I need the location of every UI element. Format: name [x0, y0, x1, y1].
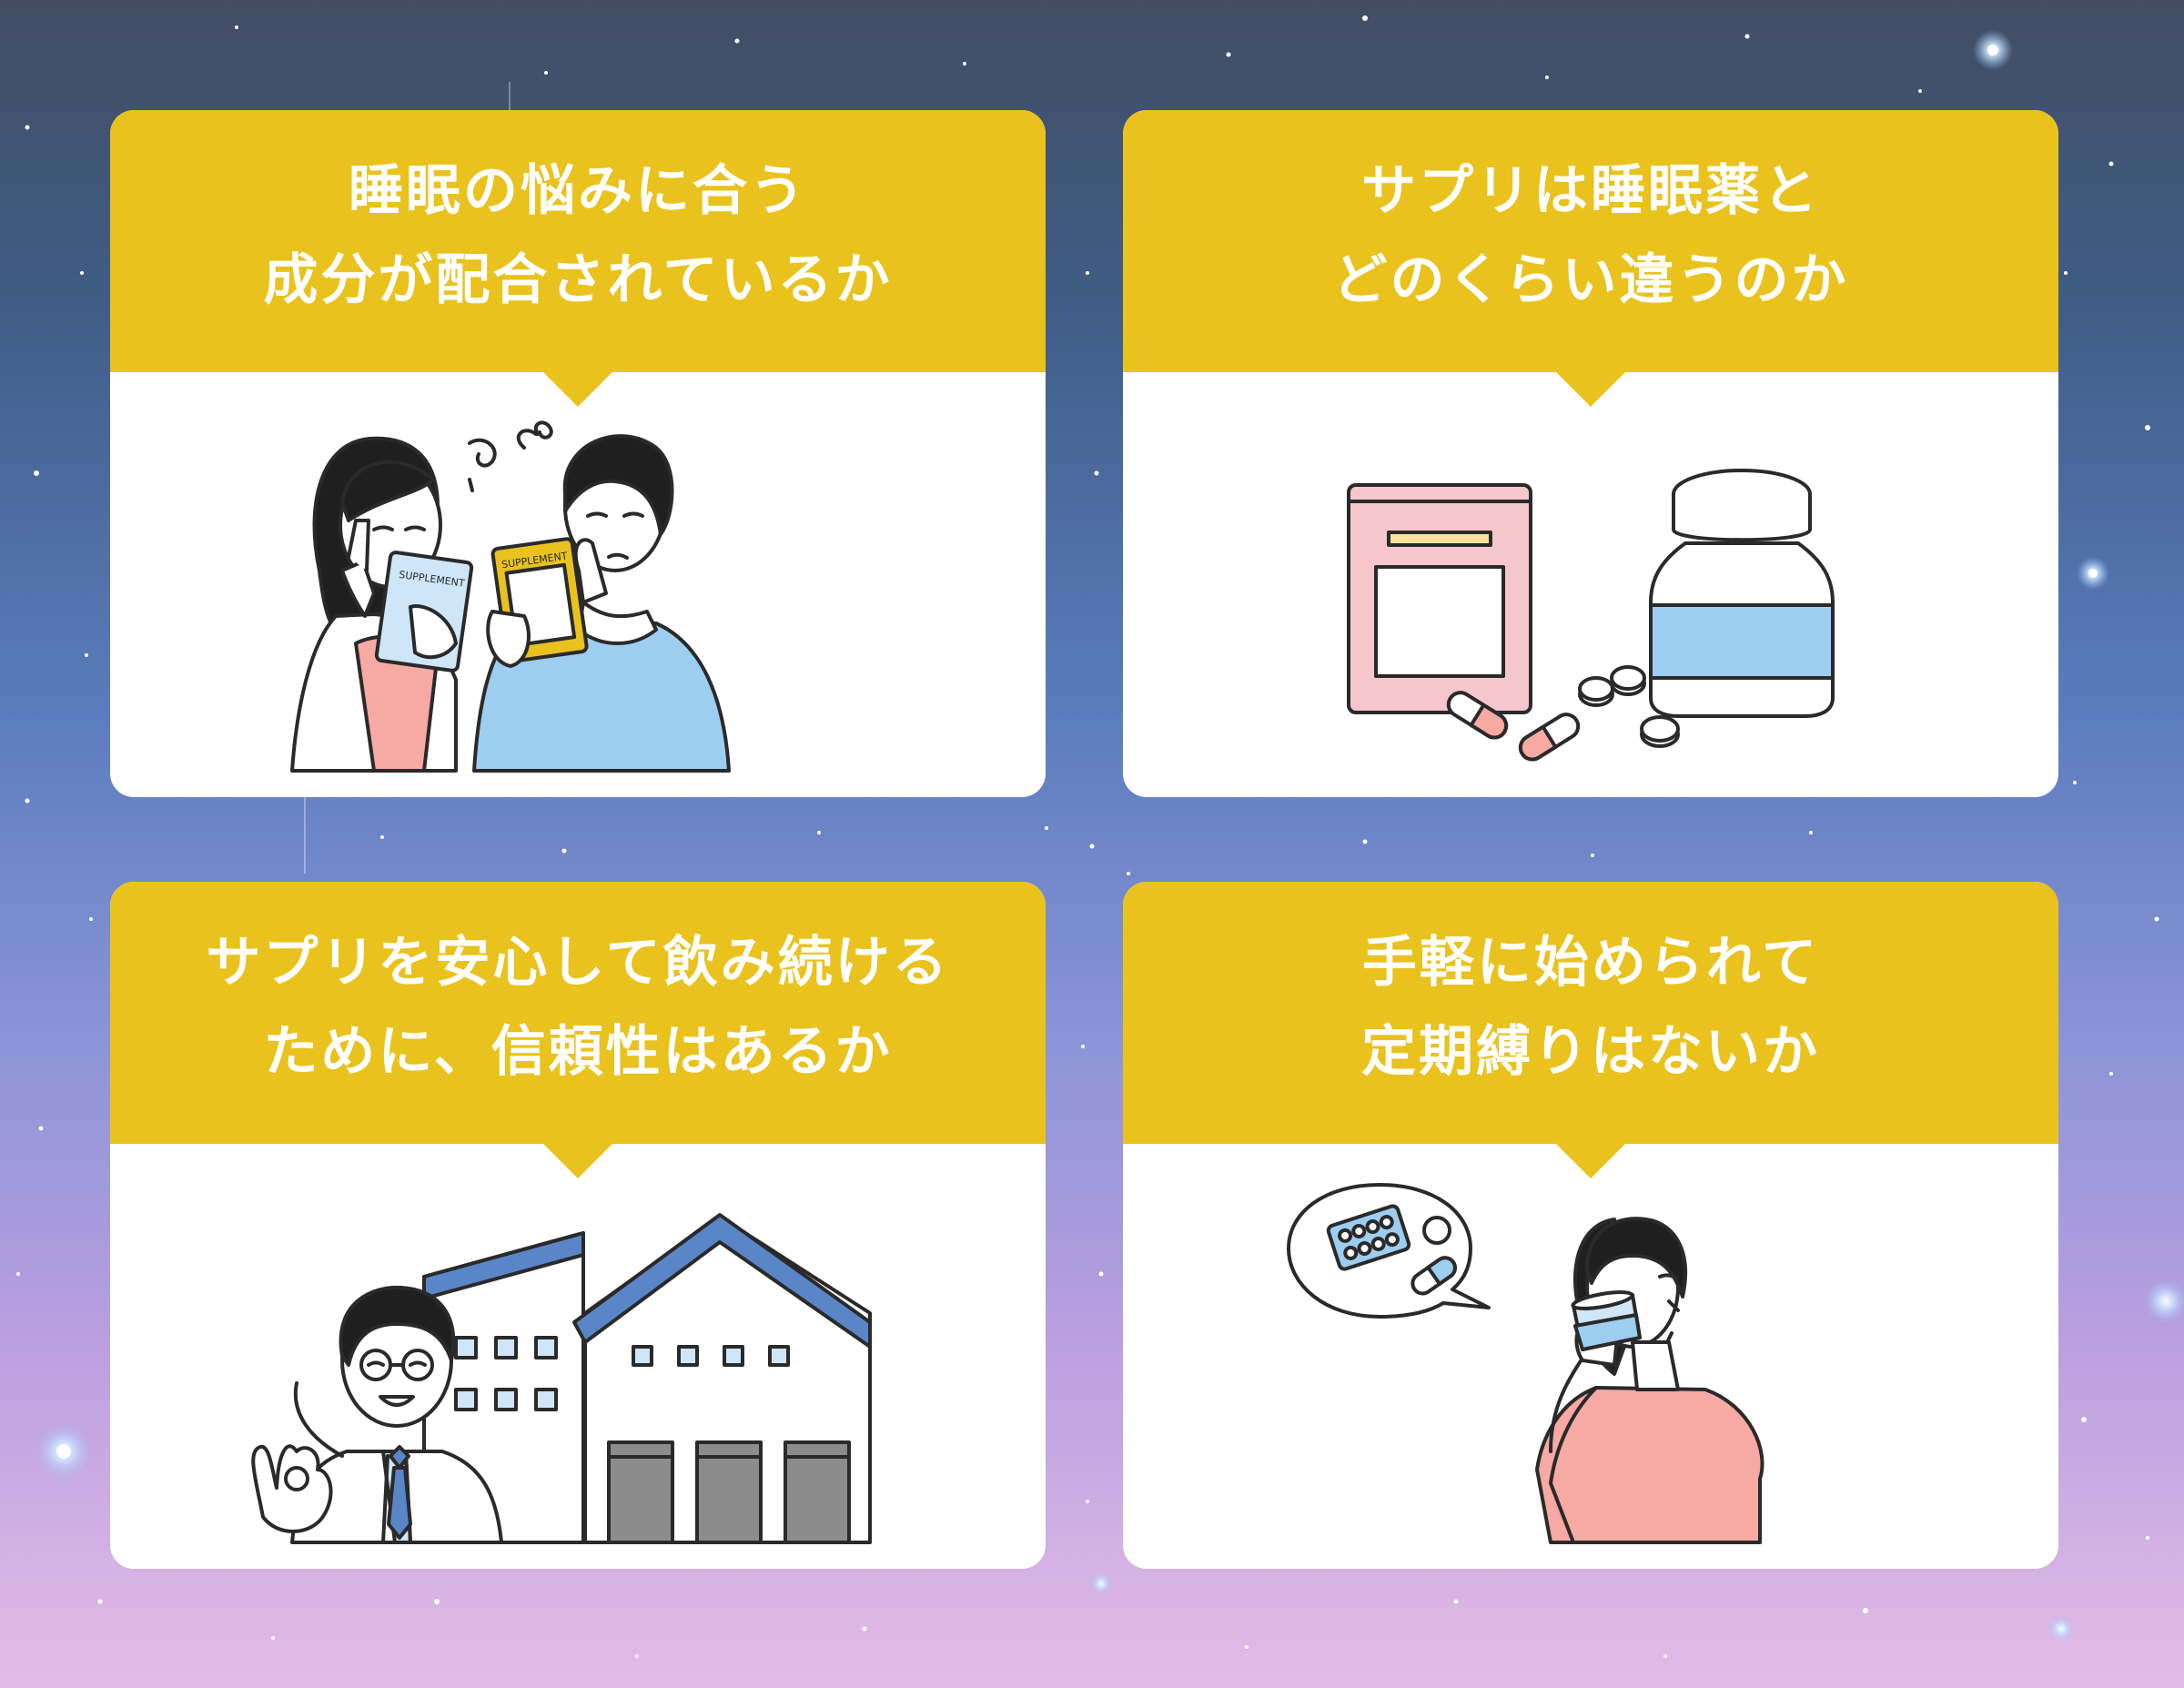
card-title-line-2: 成分が配合されているか — [263, 248, 893, 312]
blister-pack-icon — [1326, 1204, 1411, 1271]
card-title: 睡眠の悩みに合う 成分が配合されているか — [110, 147, 1046, 325]
card-header — [110, 110, 1046, 372]
card-header-pointer — [1554, 1142, 1627, 1178]
thought-bubble — [1287, 1183, 1491, 1319]
card-title-line-1: サプリは睡眠薬と — [1361, 159, 1820, 223]
card-header-pointer — [541, 370, 614, 407]
supplement-pouch — [1347, 483, 1532, 714]
pill-bottle — [1649, 469, 1835, 718]
card-header-pointer — [541, 1142, 614, 1178]
card-ingredients: 睡眠の悩みに合う 成分が配合されているか SUPPLEMENT — [110, 110, 1046, 797]
card-header — [1123, 110, 2058, 372]
card-title: サプリを安心して飲み続ける ために、信頼性はあるか — [110, 918, 1046, 1097]
doctor-and-factory-illustration — [251, 1213, 872, 1544]
capsule-pills — [1446, 691, 1581, 762]
card-header — [110, 882, 1046, 1144]
card-easy-start-no-contract: 手軽に始められて 定期縛りはないか — [1123, 882, 2058, 1569]
woman-drinking-water-illustration — [1287, 1183, 1764, 1544]
card-title-line-2: どのくらい違うのか — [1332, 248, 1849, 312]
card-title-line-1: 睡眠の悩みに合う — [349, 159, 807, 223]
doctor-figure — [251, 1285, 503, 1544]
card-title-line-2: 定期縛りはないか — [1361, 1020, 1820, 1084]
supplement-pouch-and-pill-bottle-illustration — [1347, 469, 1835, 762]
card-header — [1123, 882, 2058, 1144]
card-title: サプリは睡眠薬と どのくらい違うのか — [1123, 147, 2058, 325]
card-header-pointer — [1554, 370, 1627, 407]
card-title-line-1: サプリを安心して飲み続ける — [206, 931, 950, 995]
card-difference-from-sleeping-pills: サプリは睡眠薬と どのくらい違うのか — [1123, 110, 2058, 797]
card-reliability: サプリを安心して飲み続ける ために、信頼性はあるか — [110, 882, 1046, 1569]
couple-comparing-supplements-illustration: SUPPLEMENT SUPPLEMENT — [290, 420, 731, 773]
card-title-line-2: ために、信頼性はあるか — [263, 1020, 893, 1084]
tablet-pills — [1578, 665, 1680, 748]
card-title: 手軽に始められて 定期縛りはないか — [1123, 918, 2058, 1097]
card-title-line-1: 手軽に始められて — [1361, 931, 1820, 995]
woman-drinking-figure — [1535, 1217, 1764, 1544]
